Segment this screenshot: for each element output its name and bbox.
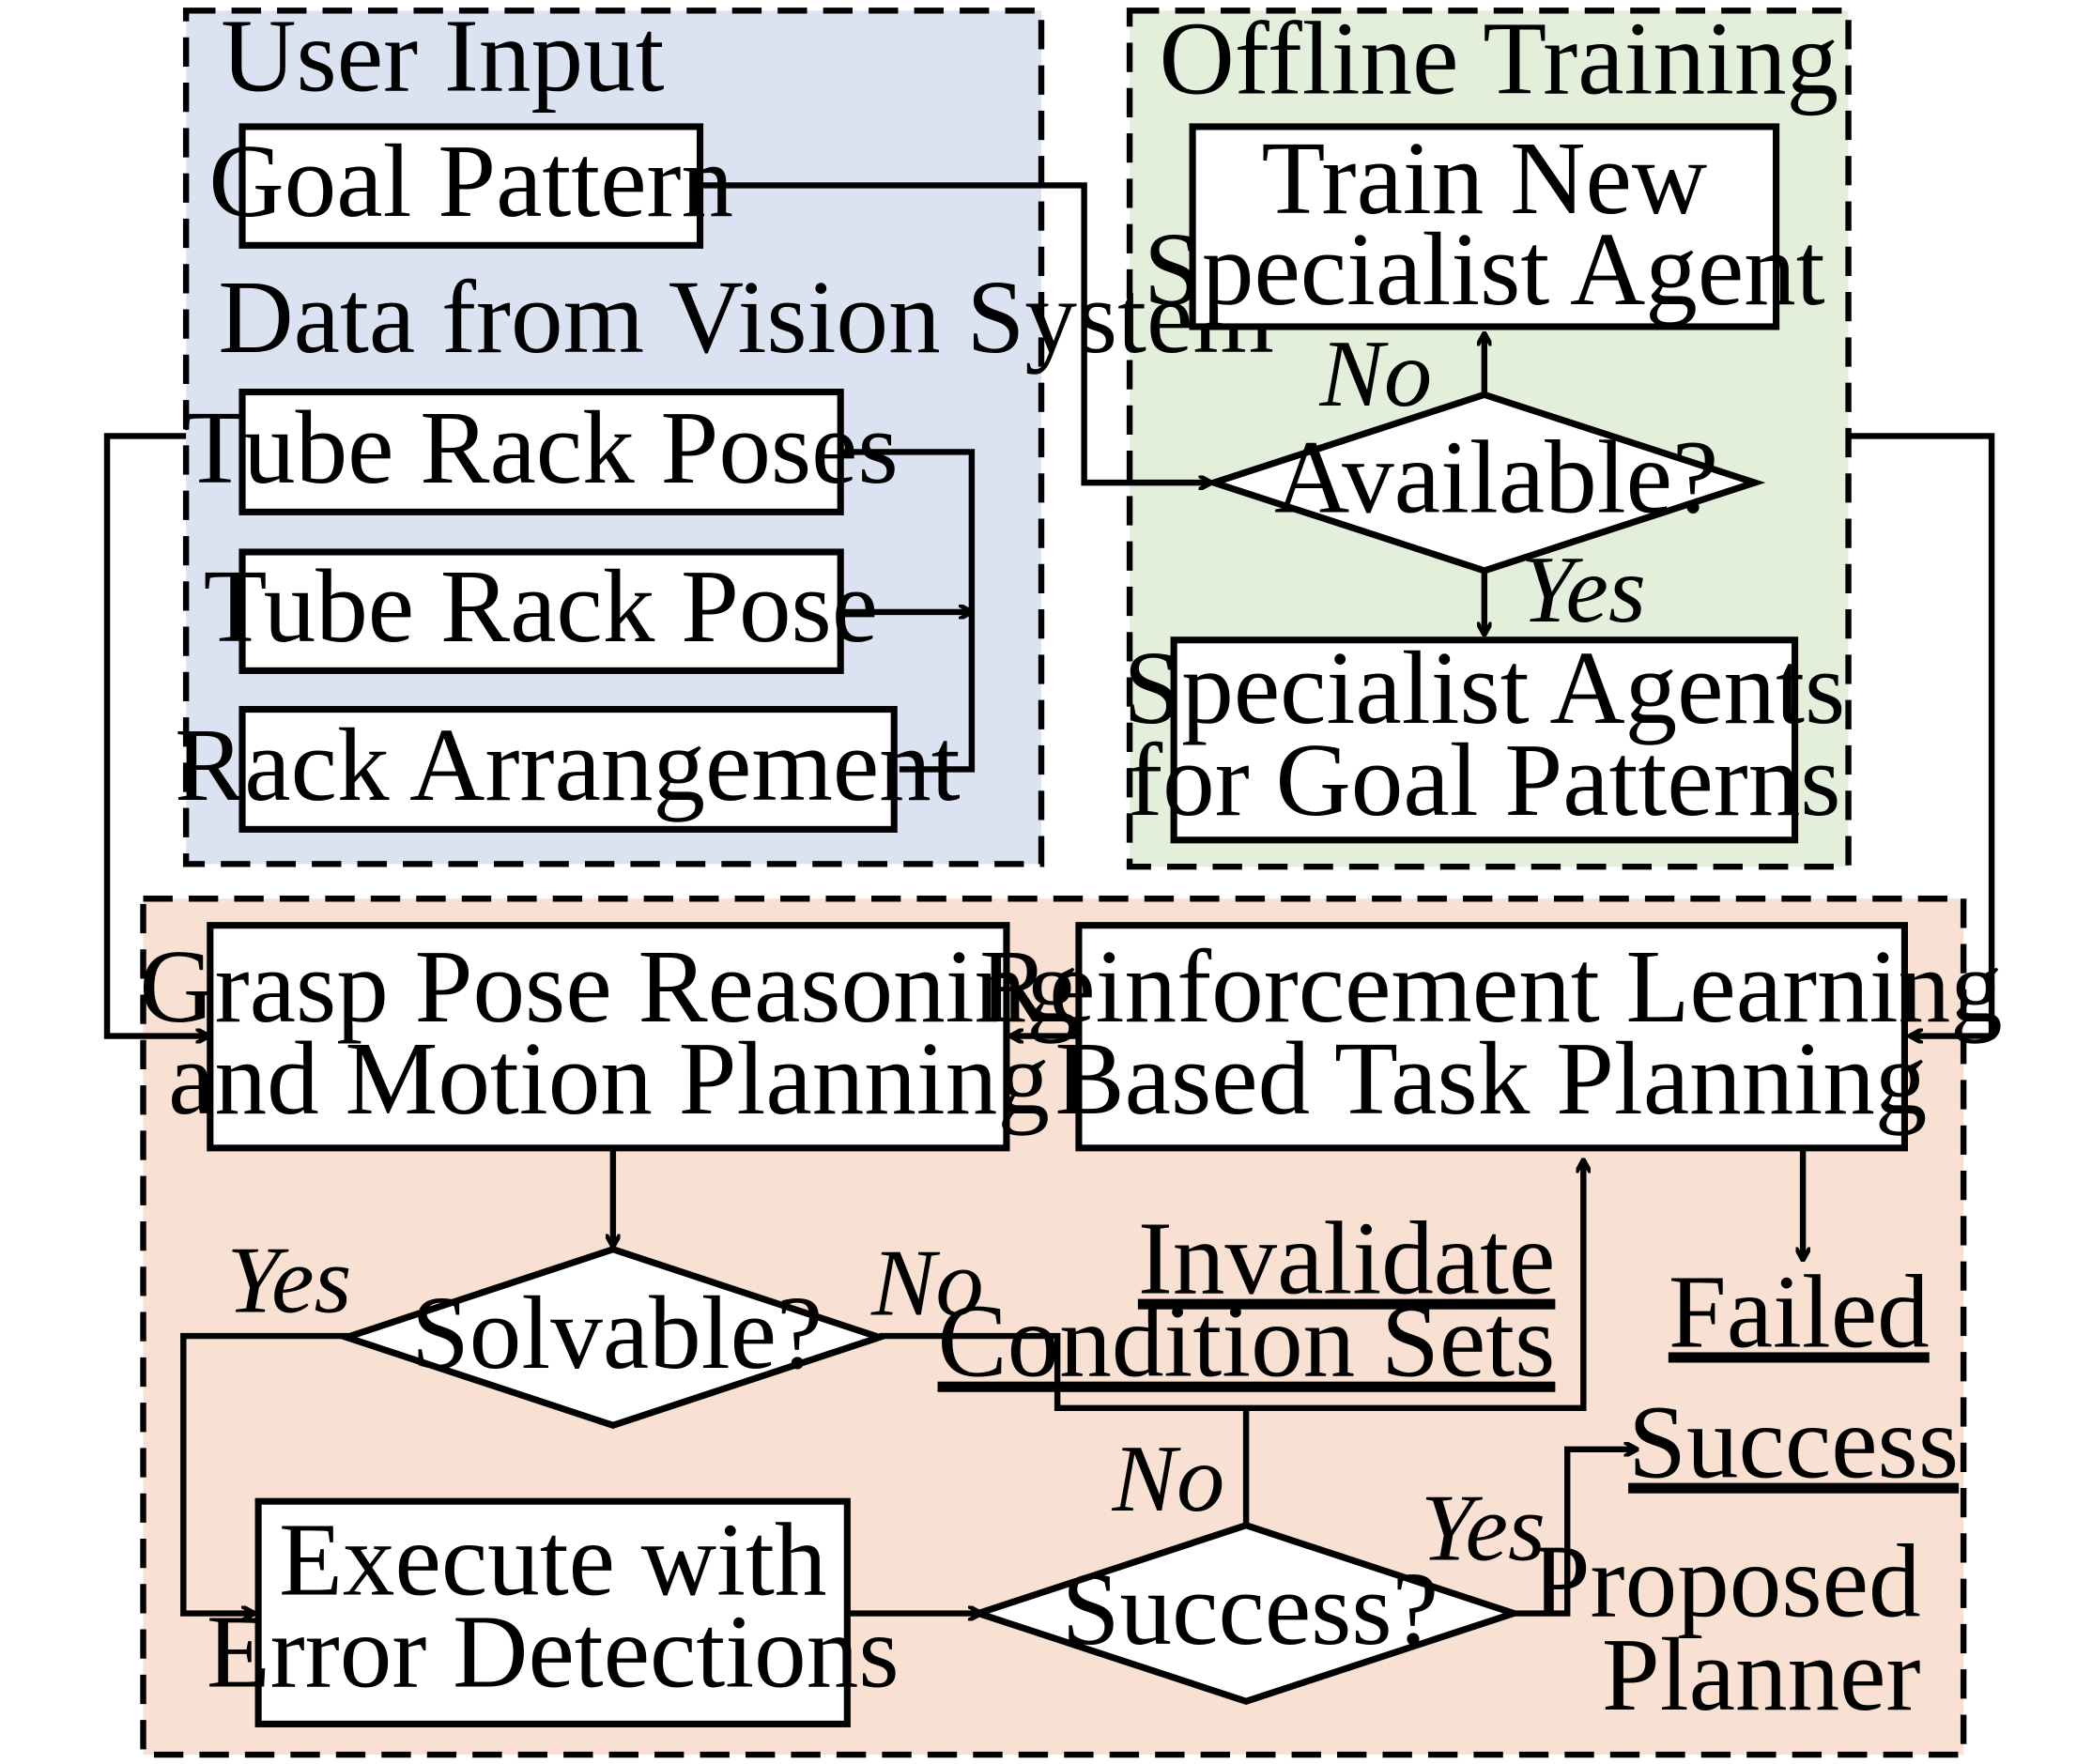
- success-decision-label: Success?: [1062, 1552, 1438, 1667]
- specialist-agents-line1: Specialist Agents: [1123, 631, 1845, 746]
- train-new-line1: Train New: [1262, 121, 1708, 237]
- solvable-no-label: No: [870, 1231, 984, 1337]
- planner-caption-line1: Proposed: [1532, 1525, 1921, 1640]
- user-input-title: User Input: [221, 0, 665, 115]
- success-decision: [967, 1522, 1525, 1705]
- tube-rack-pose-box: [238, 548, 844, 674]
- train-new-agent-box: [1189, 123, 1780, 330]
- tube-rack-poses-label: Tube Rack Poses: [183, 391, 899, 506]
- vision-system-title: Data from Vision System: [218, 260, 1274, 376]
- solvable-label: Solvable?: [411, 1276, 823, 1391]
- offline-training-title: Offline Training: [1159, 2, 1838, 117]
- success-yes-label: Yes: [1421, 1476, 1546, 1582]
- available-decision: [1203, 391, 1766, 575]
- invalidate-line2: Condition Sets: [938, 1284, 1556, 1400]
- solvable-decision: [335, 1246, 890, 1429]
- success-yes-connector: [1515, 1450, 1638, 1617]
- success-no-label: No: [1112, 1426, 1225, 1532]
- rl-line1: Reinforcement Learning: [979, 929, 2003, 1045]
- available-yes-label: Yes: [1521, 537, 1646, 643]
- rl-line2: Based Task Planning: [1055, 1021, 1928, 1137]
- available-label: Available?: [1274, 421, 1718, 536]
- available-no-label: No: [1318, 321, 1432, 427]
- invalidate-line1: Invalidate: [1138, 1202, 1555, 1317]
- user-input-to-grasp-connector: [103, 433, 208, 1035]
- solvable-yes-label: Yes: [226, 1228, 351, 1334]
- solvable-yes-connector: [180, 1332, 348, 1613]
- execute-line2: Error Detections: [207, 1595, 900, 1710]
- solvable-no-connector: [879, 1160, 1584, 1411]
- goal-to-available-connector: [700, 182, 1212, 483]
- grasp-motion-planning-box: [207, 922, 1010, 1152]
- execute-error-detection-box: [254, 1497, 851, 1727]
- grasp-line2: and Motion Planning: [168, 1021, 1050, 1137]
- planner-caption-line2: Planner: [1602, 1618, 1921, 1733]
- tube-rack-pose-label: Tube Rack Pose: [204, 549, 879, 665]
- rack-arrangement-box: [238, 706, 898, 833]
- specialist-agents-box: [1170, 637, 1799, 844]
- tube-rack-poses-box: [238, 389, 844, 515]
- execute-line1: Execute with: [279, 1503, 826, 1618]
- rack-arrangement-label: Rack Arrangement: [175, 708, 961, 823]
- specialist-agents-line2: for Goal Patterns: [1128, 723, 1840, 838]
- grasp-line1: Grasp Pose Reasoning: [139, 929, 1078, 1045]
- rl-task-planning-box: [1075, 922, 1908, 1152]
- failed-outcome: Failed: [1669, 1255, 1930, 1371]
- offline-to-rl-connector: [1848, 433, 1995, 1035]
- goal-pattern-label: Goal Pattern: [208, 124, 733, 239]
- goal-pattern-box: [238, 123, 704, 249]
- train-new-line2: Specialist Agent: [1144, 212, 1825, 328]
- vision-merge-connector: [840, 449, 972, 773]
- success-outcome: Success: [1628, 1386, 1959, 1501]
